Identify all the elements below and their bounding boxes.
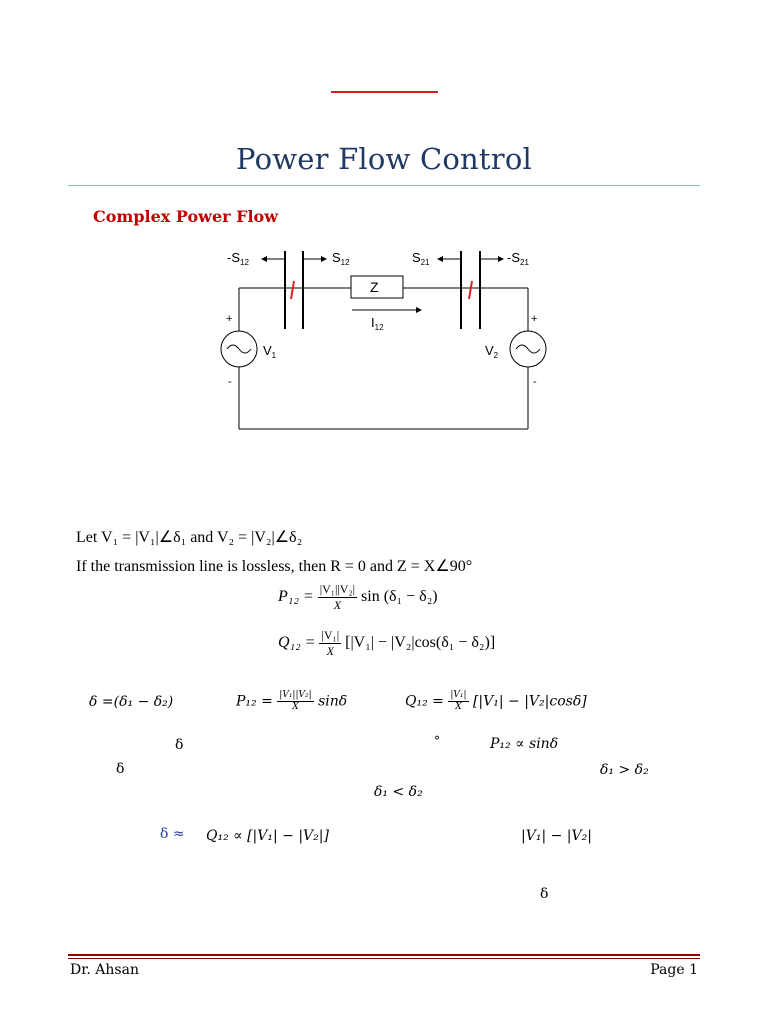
section-heading: Complex Power Flow	[93, 207, 278, 226]
label-neg-s12: -S12	[227, 250, 249, 267]
label-v2: V2	[485, 343, 499, 360]
label-s12: S12	[332, 250, 350, 267]
source-v2	[509, 330, 547, 368]
label-v2-minus: -	[533, 376, 537, 388]
fragment-voltage-diff: |V₁| − |V₂|	[521, 828, 592, 844]
fragment-delta1-lt-delta2: δ₁ < δ₂	[374, 784, 423, 800]
impedance-box	[350, 275, 404, 299]
footer-divider-thick	[68, 954, 700, 956]
fragment-delta-approx: δ ≈	[160, 826, 185, 842]
equation-p12: P₁₂ = |V₁||V₂|X sin (δ₁ − δ₂)	[278, 582, 438, 612]
footer-author: Dr. Ahsan	[70, 962, 139, 978]
footer-page-number: Page 1	[650, 962, 698, 978]
breaker-2	[468, 280, 473, 300]
equation-q12: Q₁₂ = |V₁|X [|V₁| − |V₂|cos(δ₁ − δ₂)]	[278, 628, 496, 658]
label-i12: I12	[371, 315, 384, 332]
q12-short: Q₁₂ = |V₁|X [|V₁| − |V₂|cosδ]	[405, 690, 587, 712]
label-z: Z	[370, 279, 379, 295]
equation-let: Let V₁ = |V₁|∠δ₁ and V₂ = |V₂|∠δ₂	[76, 529, 303, 546]
fragment-p12-prop: P₁₂ ∝ sinδ	[490, 736, 559, 752]
p12-short: P₁₂ = |V₁||V₂|X sinδ	[236, 690, 348, 712]
label-v1-plus: +	[226, 313, 232, 325]
header-accent-bar	[331, 91, 438, 93]
fragment-delta-2: δ	[116, 761, 125, 777]
delta-definition: δ =(δ₁ − δ₂)	[89, 694, 174, 710]
title-divider	[68, 185, 700, 186]
label-s21: S21	[412, 250, 430, 267]
fragment-delta1-gt-delta2: δ₁ > δ₂	[600, 762, 649, 778]
circuit-diagram: -S12 S12 S21 -S21 Z I12 V1 V2 + - + -	[220, 250, 547, 430]
label-v1-minus: -	[228, 376, 232, 388]
fragment-q12-prop: Q₁₂ ∝ [|V₁| − |V₂|]	[206, 828, 329, 844]
footer-divider-thin	[68, 958, 700, 959]
label-v1: V1	[263, 343, 277, 360]
sine-icon-v2	[515, 344, 541, 354]
fragment-delta-3: δ	[540, 886, 549, 902]
fragment-delta-1: δ	[175, 737, 184, 753]
label-neg-s21: -S21	[507, 250, 529, 267]
breaker-1	[290, 280, 295, 300]
fragment-degree: °	[434, 734, 440, 748]
page-title: Power Flow Control	[236, 142, 532, 176]
equation-lossless: If the transmission line is lossless, th…	[76, 558, 473, 575]
sine-icon-v1	[226, 344, 252, 354]
label-v2-plus: +	[531, 313, 537, 325]
source-v1	[220, 330, 258, 368]
